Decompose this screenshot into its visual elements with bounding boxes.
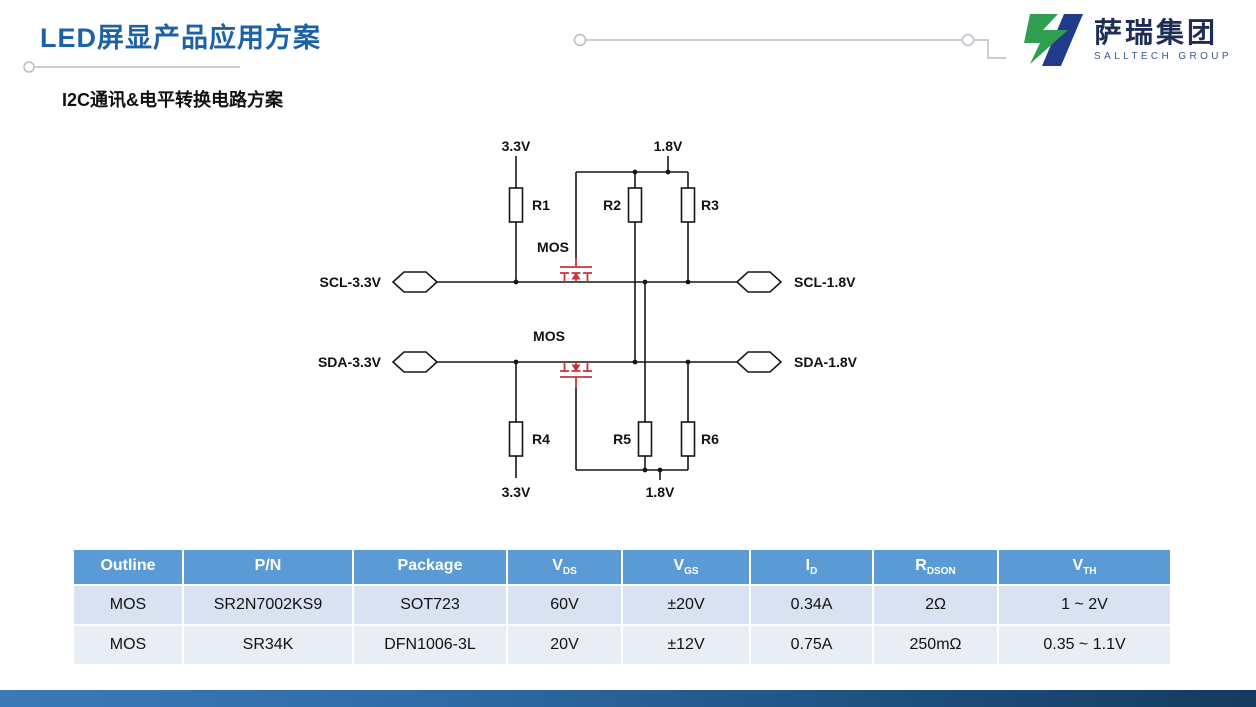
junction-dots bbox=[513, 169, 691, 473]
port-sda-18-shape bbox=[735, 351, 783, 373]
resistor-r3-body bbox=[680, 187, 696, 223]
supply-label-33-top: 3.3V bbox=[502, 138, 531, 154]
company-logo-text: 萨瑞集团 SALLTECH GROUP bbox=[1094, 17, 1232, 62]
col-header-vds: VDS bbox=[508, 550, 621, 584]
resistor-r4-body bbox=[508, 421, 524, 457]
table-row: MOS SR34K DFN1006-3L 20V ±12V 0.75A 250m… bbox=[74, 626, 1170, 664]
resistor-r6-label: R6 bbox=[701, 431, 719, 447]
cell-rdson: 250mΩ bbox=[874, 626, 997, 664]
resistor-r1-label: R1 bbox=[532, 197, 550, 213]
mosfet-scl-symbol bbox=[560, 258, 592, 282]
resistor-r1-body bbox=[508, 187, 524, 223]
table-row: MOS SR2N7002KS9 SOT723 60V ±20V 0.34A 2Ω… bbox=[74, 586, 1170, 624]
mos-spec-table: Outline P/N Package VDS VGS ID RDSON VTH… bbox=[72, 548, 1172, 666]
mosfet-scl-arrow bbox=[571, 272, 581, 280]
supply-label-18-bottom: 1.8V bbox=[646, 484, 675, 500]
resistor-r5-body bbox=[637, 421, 653, 457]
cell-vds: 60V bbox=[508, 586, 621, 624]
mosfet-sda-symbol bbox=[560, 362, 592, 388]
cell-pn: SR2N7002KS9 bbox=[184, 586, 352, 624]
port-scl-18-shape bbox=[735, 271, 783, 293]
col-header-rdson: RDSON bbox=[874, 550, 997, 584]
table-header-row: Outline P/N Package VDS VGS ID RDSON VTH bbox=[74, 550, 1170, 584]
cell-id: 0.75A bbox=[751, 626, 872, 664]
resistor-r5-label: R5 bbox=[613, 431, 631, 447]
company-logo-icon bbox=[1024, 14, 1083, 66]
cell-vgs: ±20V bbox=[623, 586, 749, 624]
resistor-bodies bbox=[508, 187, 696, 457]
mosfet-sda-arrow bbox=[571, 364, 581, 372]
port-connectors bbox=[391, 271, 783, 373]
mos-scl-label: MOS bbox=[537, 239, 569, 255]
resistor-r4-label: R4 bbox=[532, 431, 550, 447]
deco-circle-mid-left bbox=[573, 33, 587, 47]
supply-label-18-top: 1.8V bbox=[654, 138, 683, 154]
mos-sda-label: MOS bbox=[533, 328, 565, 344]
company-logo: 萨瑞集团 SALLTECH GROUP bbox=[1022, 12, 1232, 68]
port-scl-33-shape bbox=[391, 271, 439, 293]
port-scl-33-label: SCL-3.3V bbox=[320, 274, 382, 290]
port-sda-18-label: SDA-1.8V bbox=[794, 354, 858, 370]
col-header-id: ID bbox=[751, 550, 872, 584]
company-name: 萨瑞集团 bbox=[1094, 17, 1219, 49]
cell-rdson: 2Ω bbox=[874, 586, 997, 624]
section-subtitle: I2C通讯&电平转换电路方案 bbox=[62, 90, 284, 110]
col-header-outline: Outline bbox=[74, 550, 182, 584]
company-name-en: SALLTECH GROUP bbox=[1094, 50, 1232, 62]
logo-navy-shape bbox=[1042, 14, 1083, 66]
cell-vth: 1 ~ 2V bbox=[999, 586, 1170, 624]
col-header-vth: VTH bbox=[999, 550, 1170, 584]
resistor-r2-body bbox=[627, 187, 643, 223]
col-header-pn: P/N bbox=[184, 550, 352, 584]
circuit-wires bbox=[437, 156, 737, 480]
resistor-r6-body bbox=[680, 421, 696, 457]
cell-vgs: ±12V bbox=[623, 626, 749, 664]
deco-circle-left bbox=[23, 61, 35, 73]
logo-green-bolt-shape bbox=[1024, 14, 1068, 64]
port-sda-33-shape bbox=[391, 351, 439, 373]
cell-vds: 20V bbox=[508, 626, 621, 664]
cell-id: 0.34A bbox=[751, 586, 872, 624]
deco-circle-mid-right bbox=[961, 33, 975, 47]
resistor-r3-label: R3 bbox=[701, 197, 719, 213]
i2c-level-shift-circuit: 3.3V 1.8V R1 R2 R3 MOS MOS SCL-3.3V SCL-… bbox=[318, 138, 858, 500]
bottom-accent-bar bbox=[0, 690, 1256, 707]
supply-label-33-bottom: 3.3V bbox=[502, 484, 531, 500]
col-header-package: Package bbox=[354, 550, 506, 584]
cell-vth: 0.35 ~ 1.1V bbox=[999, 626, 1170, 664]
port-sda-33-label: SDA-3.3V bbox=[318, 354, 382, 370]
cell-outline: MOS bbox=[74, 626, 182, 664]
circuit-labels: 3.3V 1.8V R1 R2 R3 MOS MOS SCL-3.3V SCL-… bbox=[318, 138, 858, 500]
cell-outline: MOS bbox=[74, 586, 182, 624]
resistor-r2-label: R2 bbox=[603, 197, 621, 213]
cell-pn: SR34K bbox=[184, 626, 352, 664]
page-title: LED屏显产品应用方案 bbox=[40, 23, 321, 53]
cell-package: SOT723 bbox=[354, 586, 506, 624]
cell-package: DFN1006-3L bbox=[354, 626, 506, 664]
port-scl-18-label: SCL-1.8V bbox=[794, 274, 856, 290]
col-header-vgs: VGS bbox=[623, 550, 749, 584]
